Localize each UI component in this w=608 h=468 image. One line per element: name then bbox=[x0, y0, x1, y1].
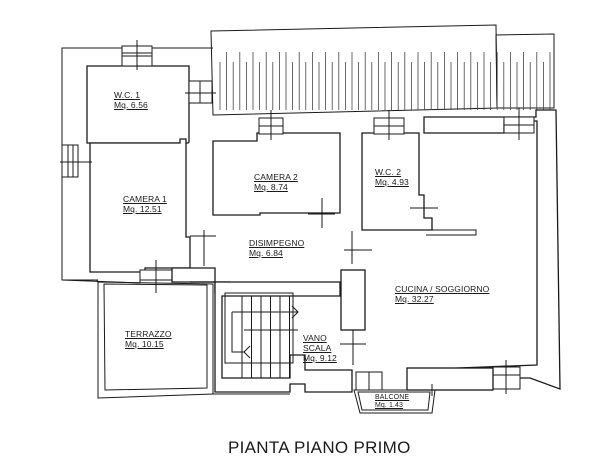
room-name: BALCONE bbox=[375, 394, 410, 401]
room-label-vano-scala: VANO SCALA Mq. 9.12 bbox=[303, 333, 337, 363]
room-area: Mq. 32.27 bbox=[395, 294, 434, 304]
room-label-camera1: CAMERA 1 Mq. 12.51 bbox=[123, 194, 167, 214]
plan-title: PIANTA PIANO PRIMO bbox=[228, 438, 411, 457]
room-name: CAMERA 1 bbox=[123, 194, 167, 204]
room-name: CAMERA 2 bbox=[254, 172, 298, 182]
room-area: Mq. 4.93 bbox=[375, 177, 409, 187]
room-area: Mq. 6.56 bbox=[114, 100, 148, 110]
room-name-line1: VANO bbox=[303, 333, 327, 343]
room-area: Mq. 12.51 bbox=[123, 204, 162, 214]
room-name: W.C. 2 bbox=[375, 167, 402, 177]
room-area: Mq. 6.84 bbox=[249, 248, 283, 258]
room-name: W.C. 1 bbox=[114, 90, 141, 100]
room-area: Mq. 1.43 bbox=[375, 402, 404, 409]
room-label-cucina-soggiorno: CUCINA / SOGGIORNO Mq. 32.27 bbox=[395, 284, 489, 304]
room-area: Mq. 9.12 bbox=[303, 353, 337, 363]
room-name: CUCINA / SOGGIORNO bbox=[395, 284, 490, 294]
room-label-disimpegno: DISIMPEGNO Mq. 6.84 bbox=[249, 238, 304, 258]
room-label-balcone: BALCONE Mq. 1.43 bbox=[375, 394, 409, 410]
room-area: Mq. 8.74 bbox=[254, 182, 288, 192]
room-label-terrazzo: TERRAZZO Mq. 10.15 bbox=[125, 329, 172, 349]
room-label-wc2: W.C. 2 Mq. 4.93 bbox=[375, 167, 409, 187]
room-name: DISIMPEGNO bbox=[249, 238, 305, 248]
room-area: Mq. 10.15 bbox=[125, 339, 164, 349]
room-label-camera2: CAMERA 2 Mq. 8.74 bbox=[254, 172, 298, 192]
room-name: TERRAZZO bbox=[125, 329, 172, 339]
room-label-wc1: W.C. 1 Mq. 6.56 bbox=[114, 90, 148, 110]
room-name-line2: SCALA bbox=[303, 343, 332, 353]
roof-hatched-area bbox=[210, 24, 555, 116]
exterior-walls bbox=[60, 40, 561, 414]
